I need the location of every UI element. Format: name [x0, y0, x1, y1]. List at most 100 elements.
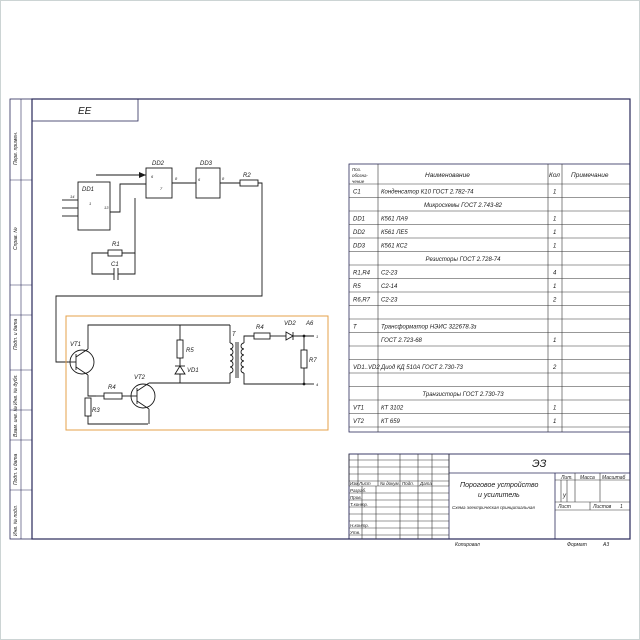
dd1-pin-c: 1 [89, 201, 91, 206]
sheets-value: 1 [620, 504, 623, 510]
lit-label: Лит. [560, 475, 573, 481]
side-label-1: Справ. № [13, 227, 19, 250]
r5-label: R5 [186, 348, 194, 354]
row-qty: 1 [553, 230, 556, 236]
row-qty: 1 [553, 406, 556, 412]
title-role: Пров. [350, 495, 362, 500]
row-pos: VT2 [353, 419, 365, 425]
row-name: Конденсатор К10 ГОСТ 2.782-74 [381, 190, 474, 196]
mass-label: Масса [580, 475, 595, 481]
row-pos: DD2 [353, 230, 366, 236]
row-pos: DD3 [353, 244, 366, 250]
r4-left-resistor [103, 392, 123, 400]
title-role: Разраб. [350, 488, 366, 493]
side-label-0: Перв. примен. [13, 132, 19, 165]
vt1-label: VT1 [70, 342, 81, 348]
a6-pin-1: 1 [316, 334, 318, 339]
row-qty: 1 [553, 338, 556, 344]
row-qty: 1 [553, 244, 556, 250]
title-col-header: Дата [419, 481, 432, 486]
scale-label: Масштаб [602, 475, 626, 481]
copied-label: Копировал [455, 542, 480, 548]
parts-list: Поз. обозна- чение Наименование Кол Прим… [348, 163, 631, 433]
format-label: Формат [567, 542, 587, 548]
dd1-pin-b: 13 [104, 205, 109, 210]
r4-right-label: R4 [256, 325, 264, 331]
sheet-label: Лист [557, 504, 571, 510]
dd1-pin-a: 14 [70, 194, 75, 199]
row-name: К561 ЛЕ5 [381, 230, 408, 236]
side-label-4: Взам. инв. № [13, 405, 19, 437]
row-name: КТ 659 [381, 419, 401, 425]
row-qty: 1 [553, 190, 556, 196]
row-name: К561 ЛА9 [381, 217, 408, 223]
row-name: Диод КД 510А ГОСТ 2.730-73 [380, 365, 464, 371]
r5-resistor [176, 339, 184, 359]
row-name: Трансформатор НЭИС 322678.3з [381, 325, 477, 331]
output-stage-box [65, 315, 329, 431]
row-pos: T [353, 325, 358, 331]
drawing-code: ЕЕ [78, 106, 92, 117]
row-name: С2-23 [381, 298, 398, 304]
dd3-block [195, 167, 221, 199]
title-col-header: Изм [350, 481, 358, 486]
row-qty: 1 [553, 217, 556, 223]
dd2-pin-b: 8 [175, 176, 178, 181]
schematic: DD1 1 14 13 DD2 6 8 7 DD3 6 8 R2 R1 [55, 161, 329, 431]
code-box: ЕЕ [31, 98, 139, 122]
dd2-block [145, 167, 173, 199]
designation: ЭЗ [532, 458, 547, 470]
header-note: Примечание [571, 172, 609, 179]
row-name: Резисторы ГОСТ 2.728-74 [426, 257, 502, 263]
r4-right-resistor [253, 332, 271, 340]
row-name: КТ 3102 [381, 406, 404, 412]
header-qty: Кол [549, 172, 560, 179]
dd1-label: DD1 [82, 187, 94, 193]
header-name: Наименование [425, 172, 470, 179]
row-pos: VD1..VD2 [353, 365, 380, 371]
side-label-2: Подп. и дата [13, 318, 19, 350]
row-name: Микросхемы ГОСТ 2.743-82 [424, 203, 503, 209]
dd2-pin-c: 7 [160, 186, 163, 191]
title-role: Утв. [350, 530, 360, 535]
row-name: С2-14 [381, 284, 398, 290]
dd3-pin-a: 6 [198, 177, 201, 182]
r1-label: R1 [112, 242, 120, 248]
title-col-header: Лист [358, 481, 371, 486]
title-col-header: Подп. [402, 481, 414, 486]
row-name: Транзисторы ГОСТ 2.730-73 [422, 392, 504, 398]
title-line-2: и усилитель [478, 492, 520, 499]
vd1-label: VD1 [187, 368, 199, 374]
r3-resistor [84, 397, 92, 417]
doc-type: Схема электрическая принципиальная [452, 505, 535, 510]
t-label: T [232, 332, 237, 338]
a6-label: A6 [305, 321, 314, 327]
header-pos-1: Поз. [352, 167, 361, 172]
row-name: С2-23 [381, 271, 398, 277]
dd2-pin-a: 6 [151, 174, 154, 179]
dd1-block [77, 181, 111, 231]
r2-resistor [239, 179, 259, 187]
row-name: ГОСТ 2.723-68 [381, 338, 423, 344]
row-qty: 1 [553, 419, 556, 425]
row-pos: R1,R4 [353, 271, 371, 277]
side-label-3: Инв. № дубл. [13, 374, 19, 405]
format-value: А3 [602, 542, 609, 548]
title-col-header: № докум. [380, 481, 400, 486]
title-line-1: Пороговое устройство [460, 481, 539, 489]
row-qty: 2 [552, 298, 557, 304]
row-qty: 4 [553, 271, 557, 277]
r4-left-label: R4 [108, 385, 116, 391]
sheets-label: Листов [592, 504, 612, 510]
row-pos: R6,R7 [353, 298, 371, 304]
row-pos: DD1 [353, 217, 365, 223]
header-pos-2: обозна- [352, 173, 369, 178]
dd3-pin-b: 8 [222, 176, 225, 181]
side-label-6: Инв. № подл. [13, 505, 19, 536]
r7-label: R7 [309, 358, 317, 364]
title-role: Н.контр. [350, 523, 369, 528]
